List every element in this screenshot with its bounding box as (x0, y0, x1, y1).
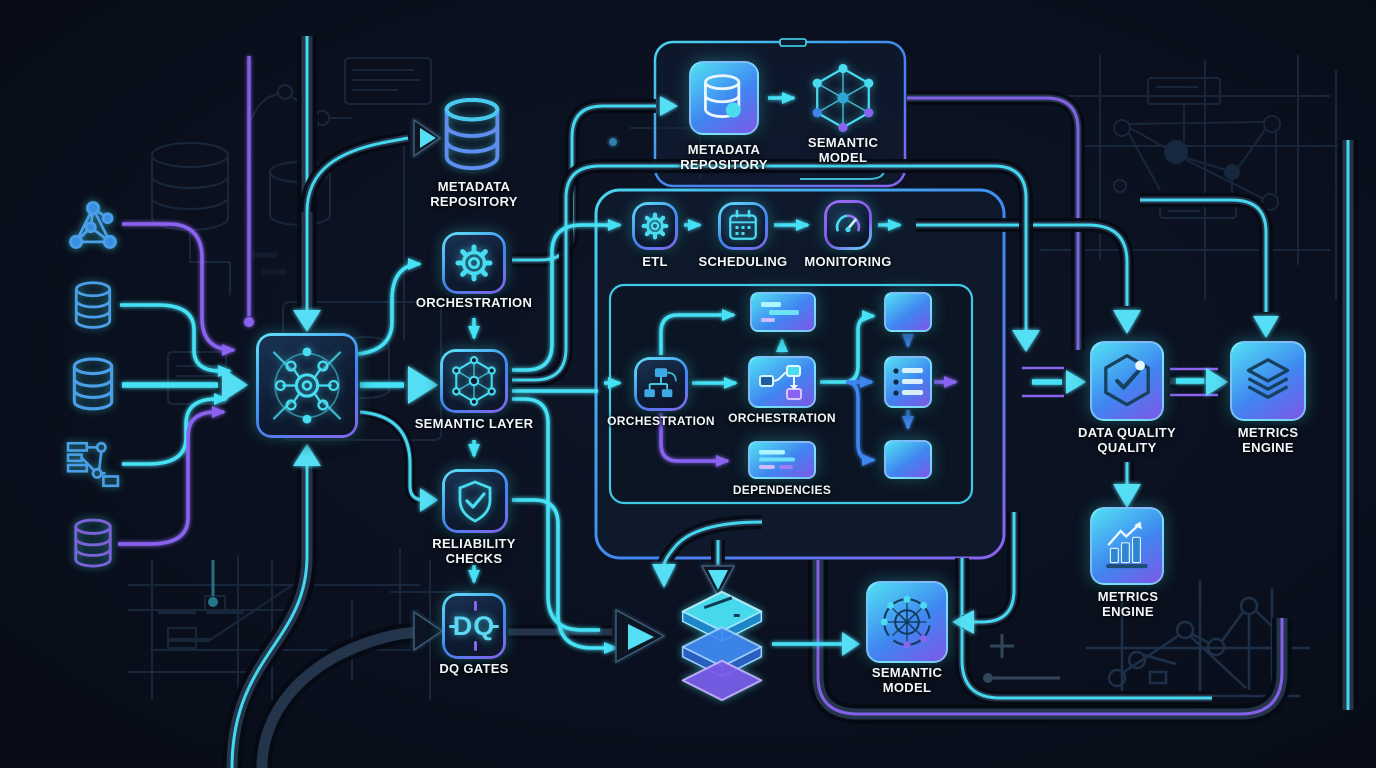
data-quality-node (1090, 341, 1164, 421)
orchestration-node (442, 232, 506, 294)
metrics-engine-upper-node (1230, 341, 1306, 421)
task-card-right-bottom (884, 440, 932, 479)
gear-icon (641, 212, 669, 240)
bullet-list-icon (893, 368, 923, 396)
bottom-semantic-model-node (866, 581, 948, 663)
task-list-right (884, 356, 932, 408)
flowchart-icon (66, 441, 120, 488)
task-card-right-top (884, 292, 932, 332)
semantic-layer-node (440, 349, 508, 413)
flow-steps-icon (759, 365, 802, 400)
etl-node (632, 202, 678, 250)
bar-chart-icon (1106, 521, 1148, 569)
radial-network-icon (880, 595, 934, 649)
data-quality-label: DATA QUALITY QUALITY (1078, 425, 1176, 455)
top-metadata-repository-label: METADATA REPOSITORY (680, 142, 768, 172)
task-card-top (750, 292, 816, 332)
ingestion-hub-node (256, 333, 358, 438)
database-icon (72, 357, 114, 411)
source-flowchart-node (66, 436, 120, 492)
metrics-engine-lower-node (1090, 507, 1164, 585)
database-icon (74, 281, 112, 329)
source-database-node-3 (70, 516, 116, 572)
dq-dash-left (449, 625, 458, 628)
top-semantic-model-label: SEMANTIC MODEL (807, 135, 879, 165)
database-icon (704, 74, 741, 118)
pipes (232, 36, 1348, 768)
source-database-node-2 (66, 356, 120, 414)
hierarchy-icon (644, 368, 677, 398)
bottom-semantic-model-label: SEMANTIC MODEL (871, 665, 943, 695)
database-icon (74, 518, 112, 568)
semantic-layer-label: SEMANTIC LAYER (414, 416, 534, 431)
scheduling-label: SCHEDULING (698, 254, 788, 269)
wires (118, 56, 1204, 654)
dq-dash-top (474, 601, 477, 611)
dependencies-label: DEPENDENCIES (732, 483, 832, 497)
calendar-icon (729, 209, 757, 240)
metadata-repository-label: METADATA REPOSITORY (430, 179, 518, 209)
metadata-repository-node (438, 96, 506, 174)
inner-orchestration-a-label: ORCHESTRATION (607, 414, 715, 428)
network-mesh-icon (812, 63, 874, 133)
reliability-checks-node (442, 469, 508, 533)
inner-orchestration-b-label: ORCHESTRATION (728, 411, 836, 425)
list-lines-icon (759, 450, 795, 469)
top-semantic-model-node (808, 60, 878, 136)
warehouse-stack-node (674, 586, 770, 704)
network-mesh-icon (452, 356, 496, 406)
metrics-engine-lower-label: METRICS ENGINE (1097, 589, 1159, 619)
gauge-icon (835, 214, 861, 233)
monitoring-node (824, 200, 872, 250)
dq-glyph: DQ (452, 610, 496, 641)
hub-spoke-icon (272, 347, 342, 424)
shield-check-icon (458, 480, 492, 523)
scheduling-node (718, 202, 768, 250)
inner-orchestration-b-node (748, 356, 816, 408)
database-icon (444, 97, 500, 171)
etl-label: ETL (642, 254, 668, 269)
reliability-checks-label: RELIABILITY CHECKS (432, 536, 516, 566)
monitoring-label: MONITORING (804, 254, 892, 269)
source-database-node-1 (70, 280, 116, 332)
gear-icon (455, 244, 493, 282)
inner-orchestration-a-node (634, 357, 688, 411)
dq-gates-label: DQ GATES (439, 661, 509, 676)
dq-dash-bottom (474, 641, 477, 651)
list-lines-icon (761, 302, 799, 322)
metrics-engine-upper-label: METRICS ENGINE (1237, 425, 1299, 455)
hex-shield-check-icon (1104, 354, 1150, 407)
dq-dash-right (490, 625, 499, 628)
top-metadata-repository-node (689, 61, 759, 135)
source-graph-node (66, 198, 120, 252)
arrowheads (222, 96, 1279, 664)
dependencies-node (748, 441, 816, 479)
orchestration-label: ORCHESTRATION (415, 295, 533, 310)
dq-gates-node: DQ (442, 593, 506, 659)
stacked-layers-icon (1246, 358, 1290, 399)
iso-layers-icon (681, 590, 763, 702)
graph-network-icon (69, 201, 117, 249)
